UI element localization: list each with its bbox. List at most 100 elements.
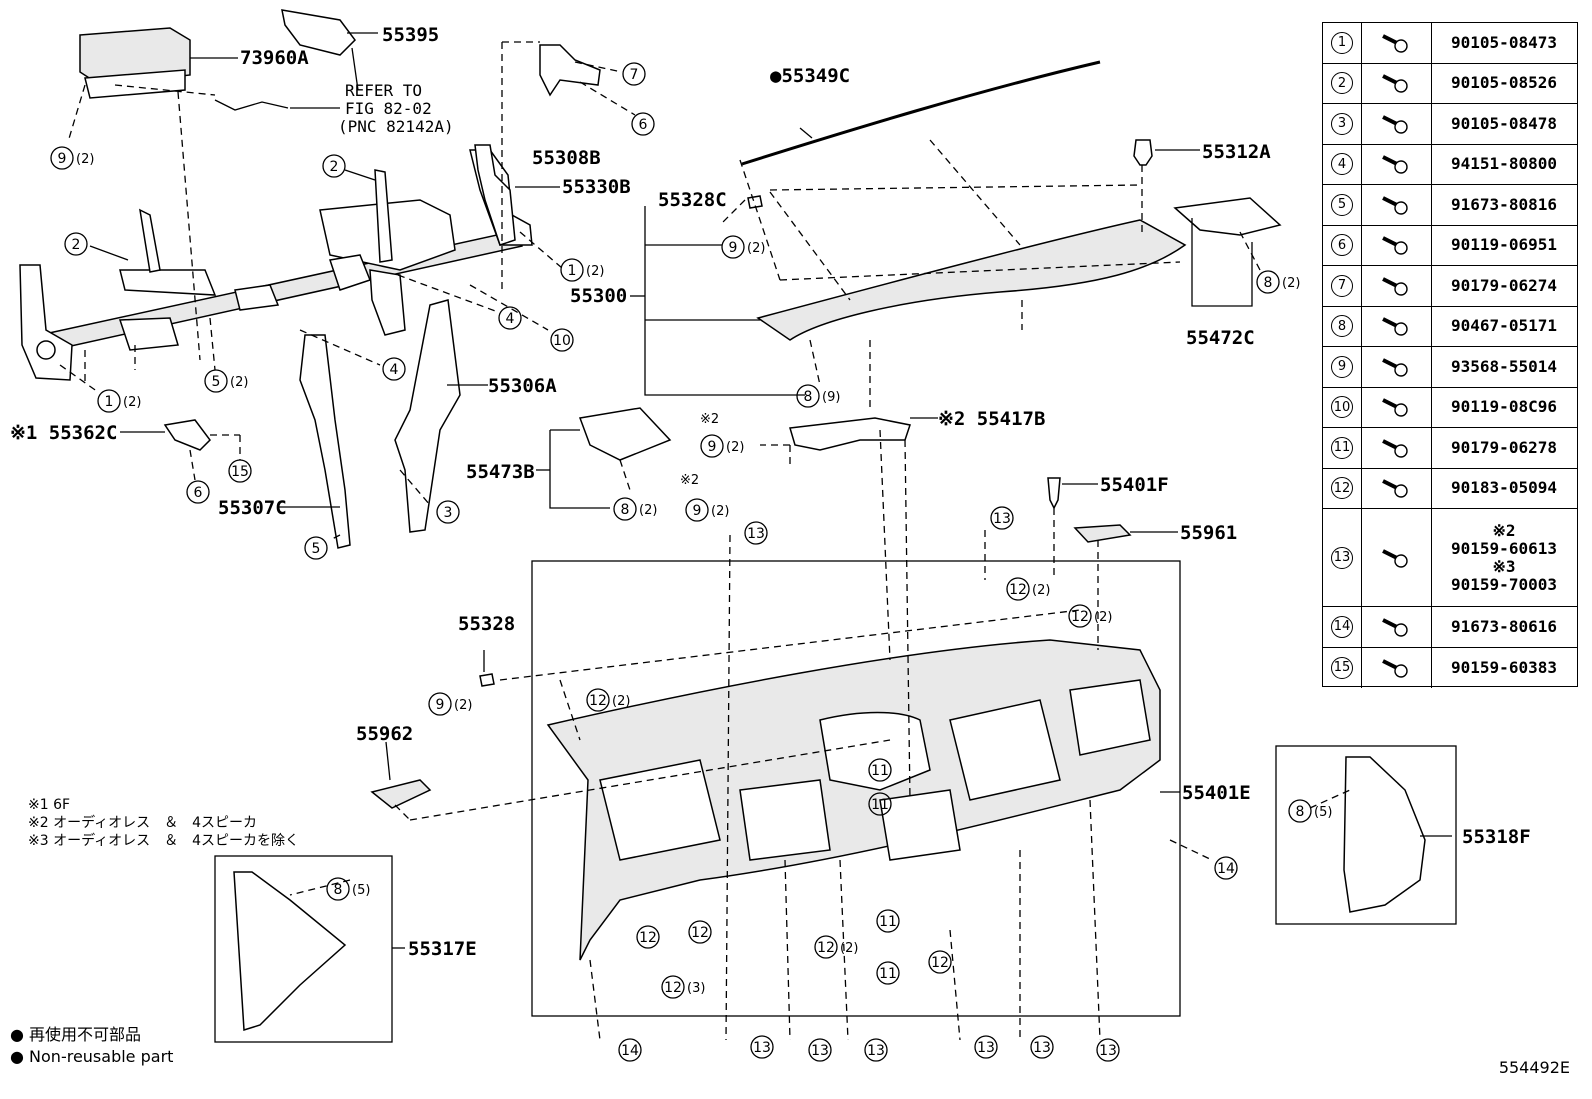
parts-table-part-number: 93568-55014 bbox=[1451, 356, 1557, 376]
label-refer-2: FIG 82-02 bbox=[345, 99, 432, 118]
label-55473B: 55473B bbox=[466, 461, 535, 483]
marker-6: 6 bbox=[639, 117, 648, 133]
label-refer-3: (PNC 82142A) bbox=[338, 117, 454, 136]
leader-lines bbox=[59, 32, 1452, 1041]
label-55328: 55328 bbox=[458, 613, 515, 635]
marker-11: 11 bbox=[871, 763, 889, 779]
clip-55328 bbox=[479, 673, 495, 687]
footer-en: ● Non-reusable part bbox=[10, 1047, 174, 1066]
side-panel-55318F bbox=[1343, 756, 1426, 913]
marker-13: 13 bbox=[977, 1040, 995, 1056]
cover-55472C bbox=[1173, 197, 1282, 236]
marker-4: 4 bbox=[506, 311, 515, 327]
parts-table-part-number: 90183-05094 bbox=[1451, 478, 1557, 498]
instrument-panel-55401E bbox=[546, 639, 1161, 961]
parts-table-item-number: 4 bbox=[1331, 153, 1353, 176]
fastener-icon bbox=[1382, 357, 1408, 377]
label-55401F: 55401F bbox=[1100, 474, 1169, 496]
marker-8: 8 bbox=[1264, 275, 1273, 291]
parts-table-part-number: ※2 bbox=[1492, 520, 1516, 540]
label-refer-1: REFER TO bbox=[345, 81, 422, 100]
parts-table-part-number: 91673-80816 bbox=[1451, 194, 1557, 214]
marker-3: 3 bbox=[444, 505, 453, 521]
svg-text:(5): (5) bbox=[352, 883, 370, 898]
parts-table-row: 9 93568-55014 bbox=[1323, 347, 1577, 388]
fastener-icon bbox=[1382, 236, 1408, 255]
label-55300: 55300 bbox=[570, 285, 627, 307]
marker-1: 1 bbox=[105, 394, 114, 410]
cover-55473B bbox=[578, 407, 672, 461]
svg-text:(2): (2) bbox=[123, 395, 141, 410]
svg-text:(2): (2) bbox=[747, 241, 765, 256]
clip-55328C bbox=[747, 195, 763, 209]
marker-13: 13 bbox=[747, 526, 765, 542]
fastener-icon bbox=[1382, 195, 1408, 215]
parts-table-part-number: 90105-08526 bbox=[1451, 73, 1557, 93]
svg-text:(2): (2) bbox=[1032, 583, 1050, 598]
marker-5: 5 bbox=[312, 541, 321, 557]
speaker-grille-55962 bbox=[370, 779, 432, 809]
marker-12: 12 bbox=[691, 925, 709, 941]
footer-jp: ● 再使用不可部品 bbox=[10, 1025, 142, 1044]
marker-6: 6 bbox=[194, 485, 203, 501]
svg-text:(2): (2) bbox=[711, 504, 729, 519]
svg-text:(2): (2) bbox=[612, 694, 630, 709]
bracket-55330B bbox=[474, 144, 516, 246]
marker-12: 12 bbox=[639, 930, 657, 946]
brace-55306A bbox=[394, 299, 461, 533]
fastener-icon bbox=[1382, 658, 1408, 678]
label-55417B: ※2 55417B bbox=[938, 408, 1045, 430]
parts-table-part-number: 90105-08473 bbox=[1451, 32, 1557, 52]
parts-table-item-number: 12 bbox=[1331, 477, 1353, 500]
instrument-panel-reinforcement bbox=[19, 149, 533, 381]
clip-55312A bbox=[1133, 139, 1153, 166]
parts-table-item-number: 9 bbox=[1331, 355, 1353, 378]
marker-7: 7 bbox=[630, 67, 639, 83]
parts-table-row: 12 90183-05094 bbox=[1323, 468, 1577, 509]
label-55308B: 55308B bbox=[532, 147, 601, 169]
fastener-icon bbox=[1382, 317, 1408, 336]
marker-8: 8 bbox=[1296, 804, 1305, 820]
label-55362C: ※1 55362C bbox=[10, 422, 117, 444]
left-side-panel-frame bbox=[214, 855, 393, 1043]
marker-14: 14 bbox=[1217, 861, 1235, 877]
brace-55307C bbox=[299, 334, 351, 549]
marker-15: 15 bbox=[231, 464, 249, 480]
fastener-icon bbox=[1382, 548, 1408, 568]
label-55401E: 55401E bbox=[1182, 782, 1251, 804]
svg-text:(2): (2) bbox=[1094, 610, 1112, 625]
label-55318F: 55318F bbox=[1462, 826, 1531, 848]
label-55312A: 55312A bbox=[1202, 141, 1271, 163]
marker-10: 10 bbox=[553, 333, 571, 349]
right-side-panel-frame bbox=[1275, 745, 1457, 925]
marker-8: 8 bbox=[334, 882, 343, 898]
svg-text:(3): (3) bbox=[687, 981, 705, 996]
svg-text:(2): (2) bbox=[639, 503, 657, 518]
marker-11: 11 bbox=[879, 966, 897, 982]
marker-11: 11 bbox=[879, 914, 897, 930]
label-55306A: 55306A bbox=[488, 375, 557, 397]
parts-table-part-number: 90467-05171 bbox=[1451, 316, 1557, 336]
label-55472C: 55472C bbox=[1186, 327, 1255, 349]
svg-text:(2): (2) bbox=[1282, 276, 1300, 291]
parts-table-part-number: 91673-80616 bbox=[1451, 616, 1557, 636]
note-3: ※3 オーディオレス ＆ 4スピーカを除く bbox=[28, 833, 300, 849]
marker-8: 8 bbox=[804, 389, 813, 405]
label-73960A: 73960A bbox=[240, 47, 309, 69]
marker-9: 9 bbox=[708, 439, 717, 455]
clip-55401F bbox=[1047, 477, 1061, 510]
side-panel-55317E bbox=[233, 871, 347, 1032]
footer-legend: ● 再使用不可部品 ● Non-reusable part bbox=[10, 1024, 173, 1068]
harness-clip bbox=[214, 99, 289, 111]
bracket-55417B bbox=[789, 417, 911, 451]
marker-2: 2 bbox=[330, 159, 339, 175]
label-55395: 55395 bbox=[382, 24, 439, 46]
marker-2: 2 bbox=[72, 237, 81, 253]
parts-table-part-number: 90119-08C96 bbox=[1451, 397, 1557, 417]
